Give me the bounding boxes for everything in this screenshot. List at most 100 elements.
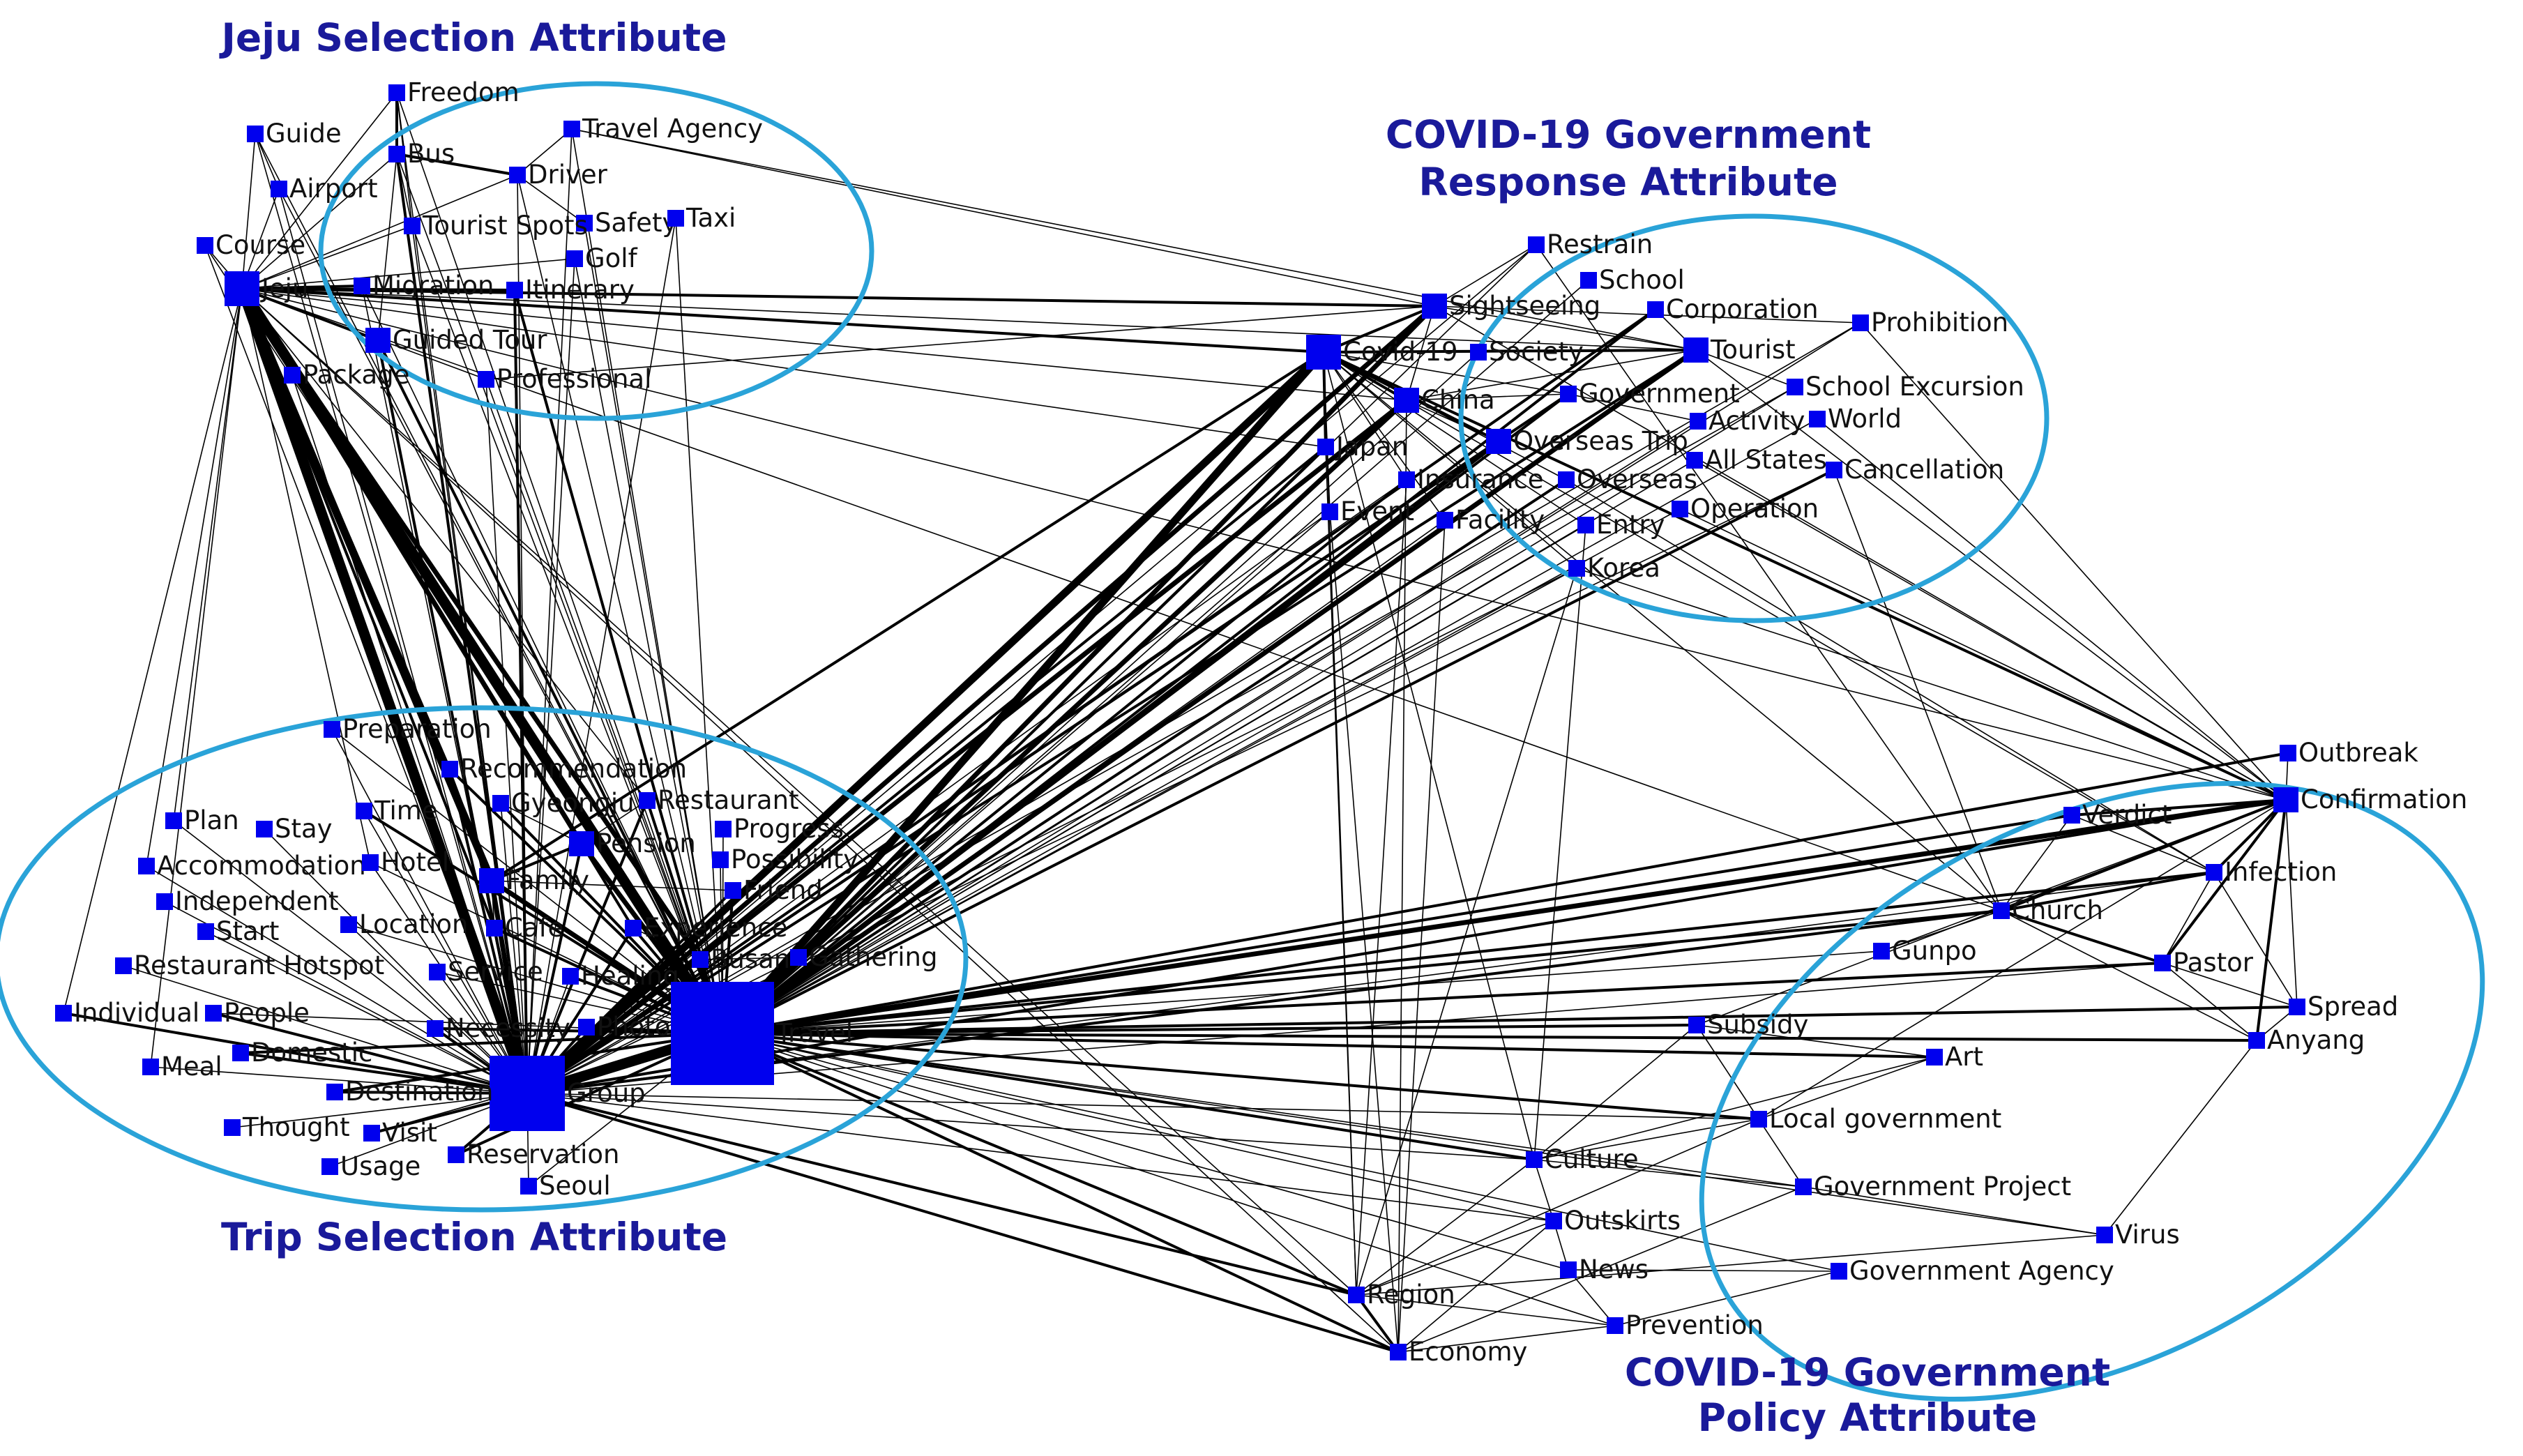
node-seoul: Seoul (520, 1171, 611, 1201)
node-travel: Travel (671, 982, 853, 1085)
edge-sightseeing-china (1406, 305, 1435, 401)
node-friend: Friend (725, 875, 823, 905)
node-label: Restaurant (658, 785, 799, 815)
node-marker (625, 920, 642, 936)
node-label: Individual (74, 998, 199, 1028)
edge-safety-travel (584, 222, 723, 1034)
node-marker (404, 218, 420, 234)
edge-migration-travel (361, 285, 723, 1034)
node-reservation: Reservation (448, 1139, 620, 1169)
node-label: Sightseeing (1449, 291, 1600, 321)
node-marker (356, 803, 372, 819)
edge-subsidy-culture (1533, 1024, 1697, 1160)
node-visit: Visit (363, 1118, 437, 1148)
node-label: Outbreak (2298, 738, 2418, 768)
node-label: Independent (175, 886, 339, 916)
node-label: Itinerary (525, 275, 635, 305)
node-label: People (224, 998, 310, 1028)
node-marker (1787, 379, 1803, 395)
edge-group-stay (264, 828, 528, 1094)
edge-jeju-confirmation (241, 288, 2287, 801)
node-marker (1437, 512, 1453, 529)
edge-professional-travel (485, 379, 723, 1034)
node-taxi: Taxi (667, 203, 736, 233)
node-bus: Bus (388, 139, 455, 169)
node-possibility: Possibility (712, 844, 858, 874)
node-label: Spread (2308, 992, 2398, 1022)
edge-jeju-travel (237, 285, 727, 1037)
edge-taxi-travel (675, 218, 723, 1034)
node-marker (55, 1005, 72, 1022)
node-label: Healing (581, 961, 679, 991)
node-label: Thought (242, 1112, 350, 1142)
node-golf: Golf (566, 243, 638, 273)
node-label: Start (216, 916, 279, 946)
edge-government-activity (1568, 393, 1699, 422)
node-world: World (1809, 404, 1902, 434)
node-marker (1317, 439, 1334, 455)
edge-culture-outskirts (1533, 1159, 1554, 1222)
node-marker (165, 812, 182, 829)
node-marker (639, 792, 656, 809)
edge-golf-group (526, 258, 575, 1094)
node-label: Preparation (342, 714, 492, 744)
node-label: Entry (1596, 510, 1665, 540)
edge-operation-confirmation (1679, 508, 2287, 801)
edge-overseas_trip-travel (720, 439, 1501, 1036)
node-marker (1560, 1261, 1577, 1278)
node-label: Airport (289, 174, 378, 204)
edge-group-people (213, 1012, 528, 1095)
node-marker (429, 964, 446, 980)
edge-travel-outbreak (722, 752, 2289, 1035)
edge-overseas-travel (721, 478, 1568, 1035)
edge-confirmation-pastor (2161, 798, 2287, 964)
node-course: Course (197, 230, 305, 260)
node-safety: Safety (576, 208, 677, 238)
node-marker (232, 1045, 249, 1061)
node-label: World (1828, 404, 1902, 434)
edge-outskirts-economy (1397, 1220, 1554, 1353)
node-marker (725, 882, 741, 899)
edge-jeju-guide (241, 133, 256, 289)
edge-jeju-church (241, 288, 2002, 911)
edge-group-infection (526, 872, 2215, 1094)
edge-confirmation-anyang (2255, 799, 2287, 1041)
node-verdict: Verdict (2063, 800, 2172, 830)
cluster-titles-layer: Jeju Selection Attribute COVID-19 Govern… (218, 15, 2110, 1440)
edge-jeju-tourist (241, 288, 1697, 351)
edge-group-pastor (526, 962, 2163, 1094)
node-marker (1795, 1178, 1812, 1195)
edge-travel-subsidy (722, 1024, 1697, 1035)
node-marker (1398, 471, 1415, 488)
node-marker (365, 328, 391, 353)
edge-jeju-sightseeing (241, 287, 1435, 308)
node-healing: Healing (562, 961, 679, 991)
cluster-outline-jeju (318, 81, 874, 421)
node-marker (490, 1056, 565, 1131)
edge-economy-government_project (1397, 1186, 1804, 1353)
node-spread: Spread (2289, 992, 2398, 1022)
edge-family-pension (491, 842, 582, 882)
node-label: Professional (497, 364, 651, 394)
node-subsidy: Subsidy (1688, 1010, 1808, 1040)
edge-art-culture (1533, 1056, 1935, 1160)
node-label: Gathering (809, 942, 938, 972)
node-experience: Experience (625, 913, 787, 943)
node-label: Korea (1587, 553, 1660, 583)
node-label: Gunpo (1892, 936, 1977, 966)
node-marker (1683, 338, 1708, 363)
node-marker (224, 1119, 241, 1136)
edge-japan-travel (721, 446, 1327, 1035)
node-necessity: Necessity (427, 1013, 570, 1043)
node-marker (1321, 503, 1338, 520)
node-label: Visit (382, 1118, 437, 1148)
edge-travel-outskirts (722, 1033, 1554, 1222)
edge-region-virus (1356, 1234, 2105, 1296)
node-school: School (1580, 265, 1685, 295)
node-marker (354, 278, 370, 294)
node-marker (256, 821, 273, 837)
node-marker (197, 923, 214, 940)
edge-bus-guided_tour (377, 153, 397, 341)
cluster-title-covid-response: COVID-19 Government (1386, 112, 1871, 157)
node-local-government: Local government (1750, 1104, 2001, 1134)
